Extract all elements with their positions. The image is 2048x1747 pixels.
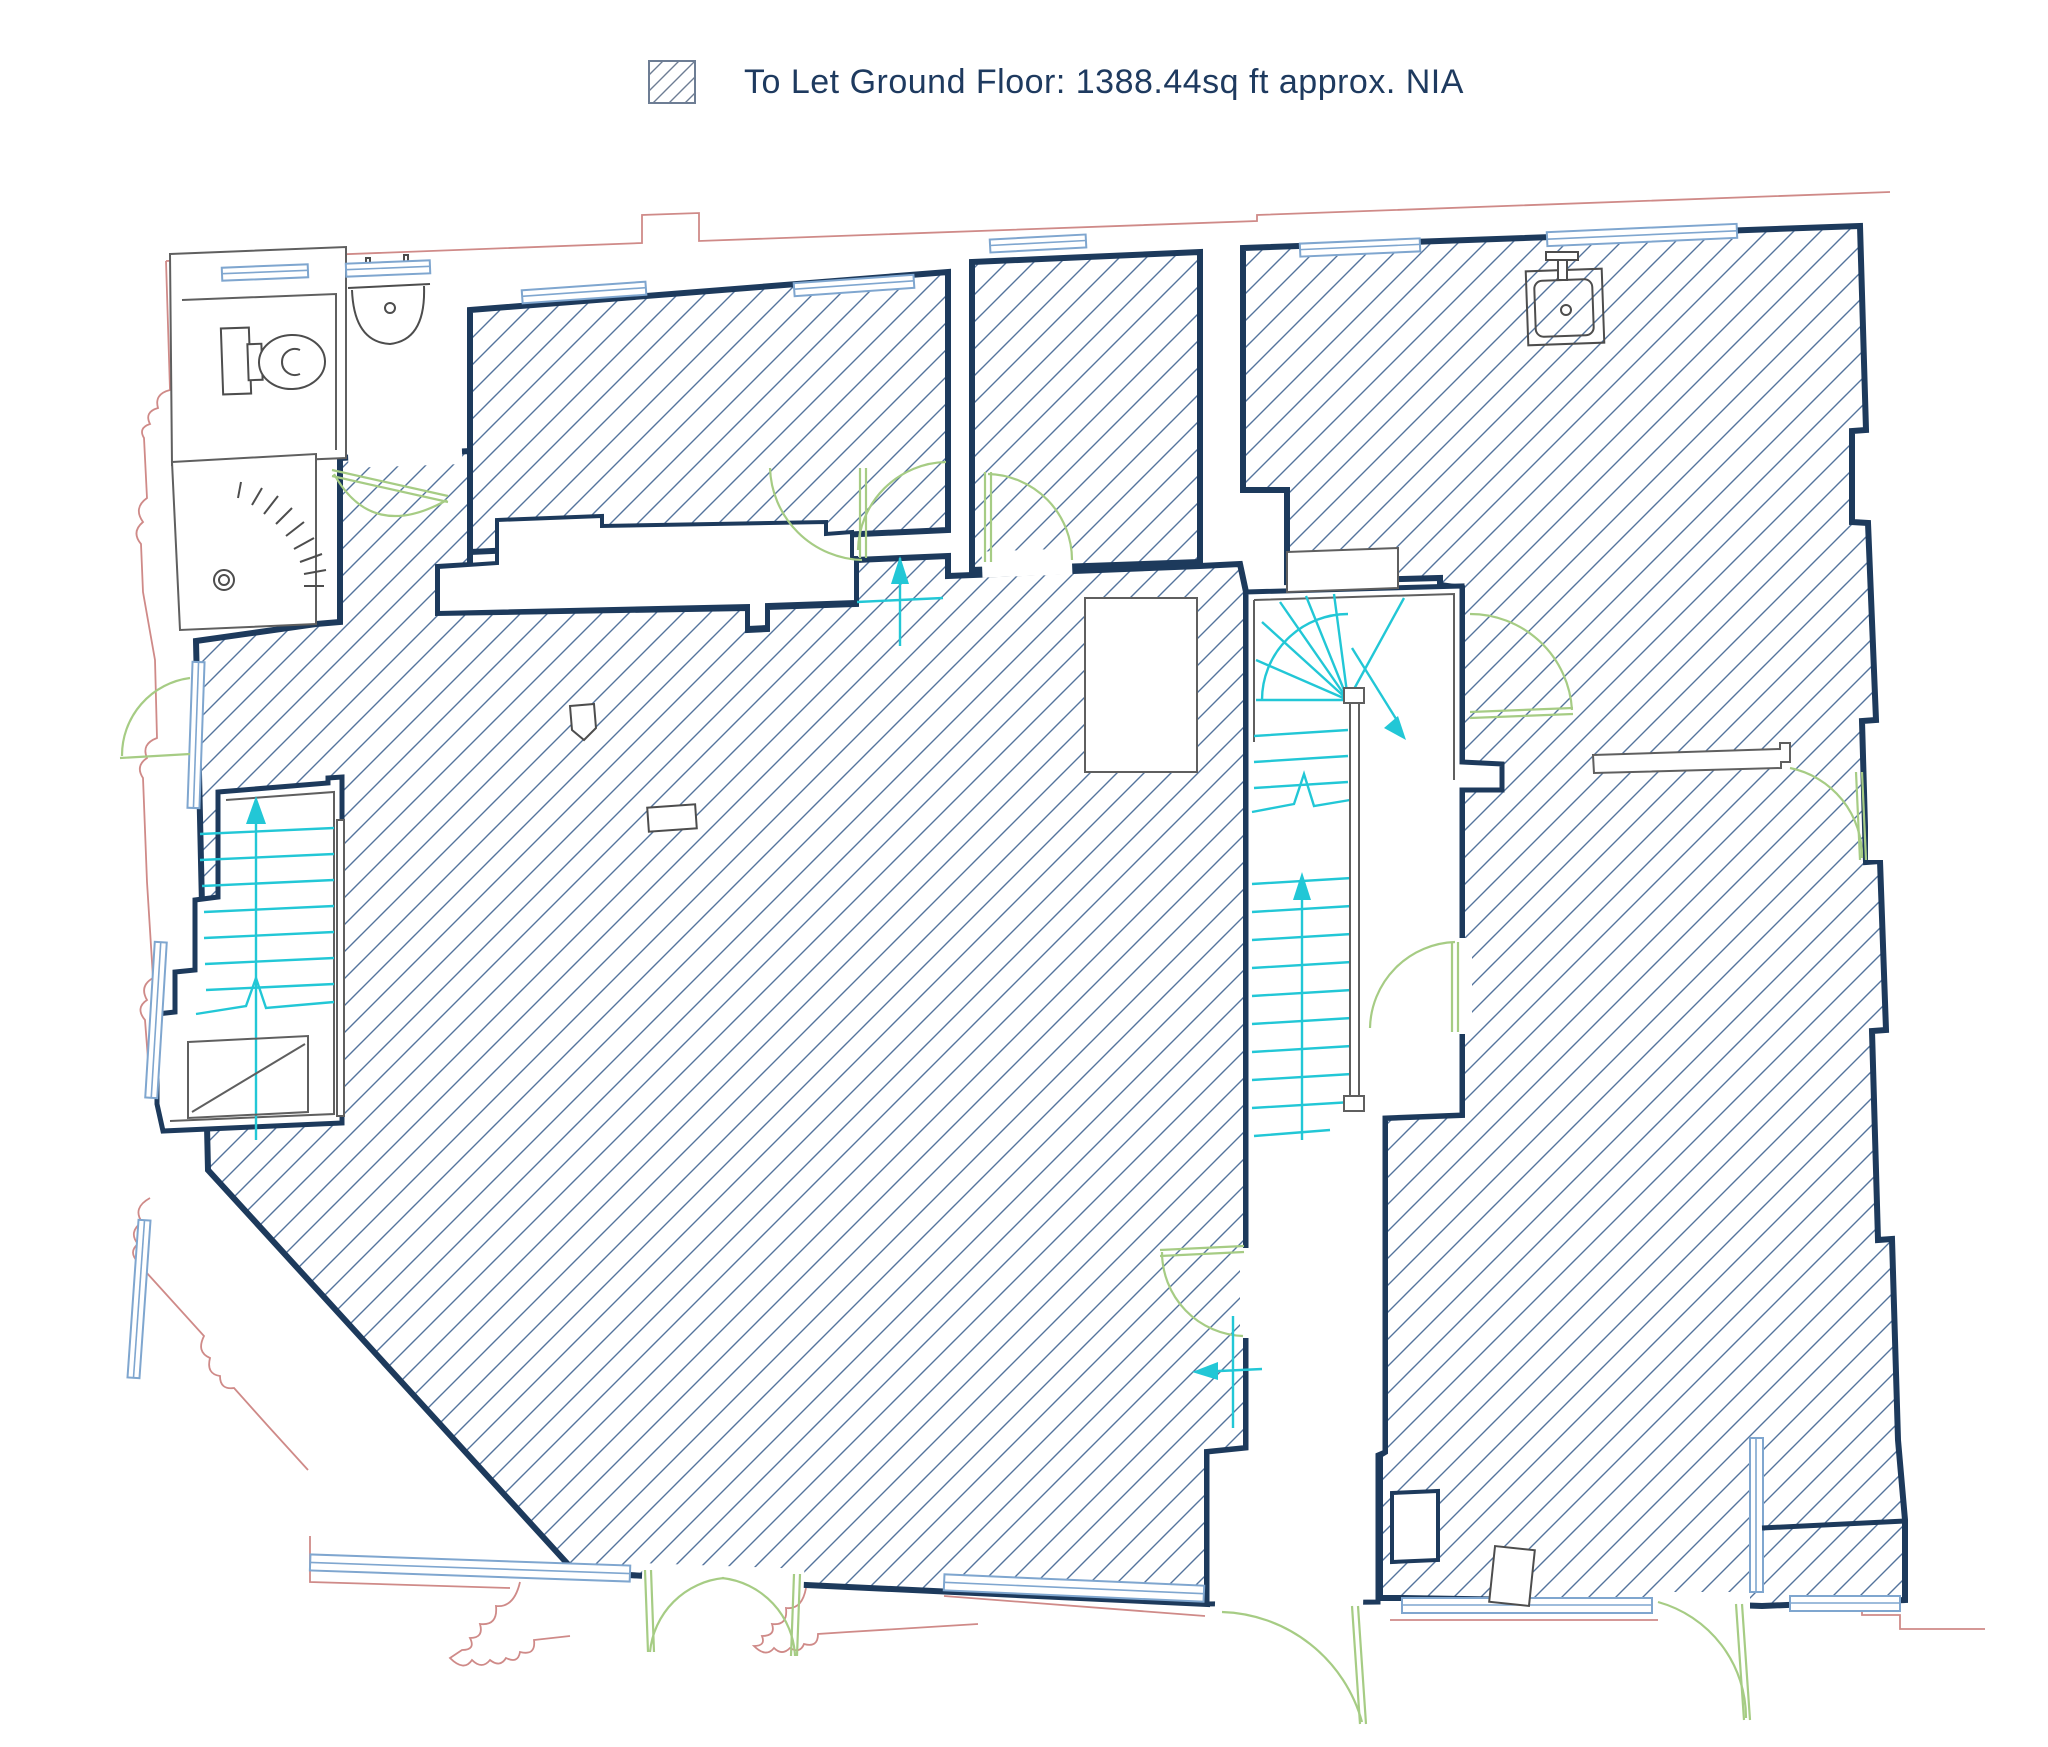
hollow-wall-band — [436, 513, 858, 631]
window — [1789, 1595, 1901, 1612]
legend: To Let Ground Floor: 1388.44sq ft approx… — [648, 60, 1464, 104]
left-stair-enclosure — [154, 774, 345, 1140]
window — [1749, 1437, 1764, 1593]
step-arrow-left — [1192, 1316, 1263, 1428]
shower-room-walls — [170, 452, 317, 632]
door-swing — [856, 460, 947, 551]
window — [308, 1553, 632, 1583]
door-swing — [1789, 766, 1868, 861]
double-door-swing — [643, 1569, 802, 1657]
plinth-marker — [646, 803, 698, 833]
counter-partition — [1591, 742, 1791, 775]
right-wing-partitions — [1488, 251, 1906, 1608]
door-swing — [983, 472, 1074, 562]
left-stair-treads — [195, 796, 335, 1140]
window — [520, 280, 648, 305]
door-swing — [1368, 940, 1460, 1032]
window — [344, 259, 432, 278]
lobby-closet — [1390, 1488, 1440, 1565]
window — [942, 1573, 1206, 1603]
straight-stair-treads — [1251, 872, 1353, 1140]
stair-head-landing — [1286, 546, 1399, 594]
stair-up-arrow-2 — [1293, 872, 1311, 900]
winder-stair-treads — [1251, 593, 1406, 814]
doors — [119, 460, 1868, 1725]
step-arrow-up — [856, 556, 944, 646]
winder-handrail — [1349, 699, 1360, 1101]
void-recess — [1084, 597, 1198, 773]
diagonal-hatch-swatch-icon — [648, 60, 696, 104]
step-markers — [856, 556, 1263, 1428]
top-middle-room — [467, 268, 951, 556]
window — [186, 660, 206, 810]
stair-up-arrow — [246, 796, 266, 824]
hall-markers — [568, 702, 698, 833]
door-swing — [331, 468, 449, 518]
window — [220, 263, 310, 282]
small-unit-fixture — [1488, 1544, 1536, 1608]
door-swing — [1221, 1605, 1368, 1725]
left-stair-handrail — [336, 819, 345, 1117]
window — [1545, 222, 1739, 248]
column-marker — [568, 702, 598, 742]
exterior-moulding-outline — [132, 191, 1985, 1667]
to-let-area — [192, 222, 1908, 1610]
window — [126, 1218, 152, 1380]
legend-label: To Let Ground Floor: 1388.44sq ft approx… — [744, 62, 1464, 101]
door-swing — [1159, 1244, 1245, 1338]
bathroom-block — [168, 245, 431, 632]
kitchen-sink-fixture — [1524, 251, 1606, 347]
window — [792, 273, 916, 298]
shower-fixture — [213, 481, 327, 591]
window — [144, 940, 168, 1100]
door-swing — [1469, 612, 1574, 720]
stair-down-arrow — [1384, 716, 1406, 740]
left-stair-landing — [187, 1034, 309, 1120]
door-swing — [1657, 1600, 1752, 1721]
central-stairs — [1251, 592, 1455, 1140]
centre-room — [969, 248, 1203, 574]
window — [1298, 237, 1422, 258]
window — [988, 233, 1088, 254]
door-swing — [119, 676, 191, 760]
toilet-fixture — [219, 326, 326, 396]
